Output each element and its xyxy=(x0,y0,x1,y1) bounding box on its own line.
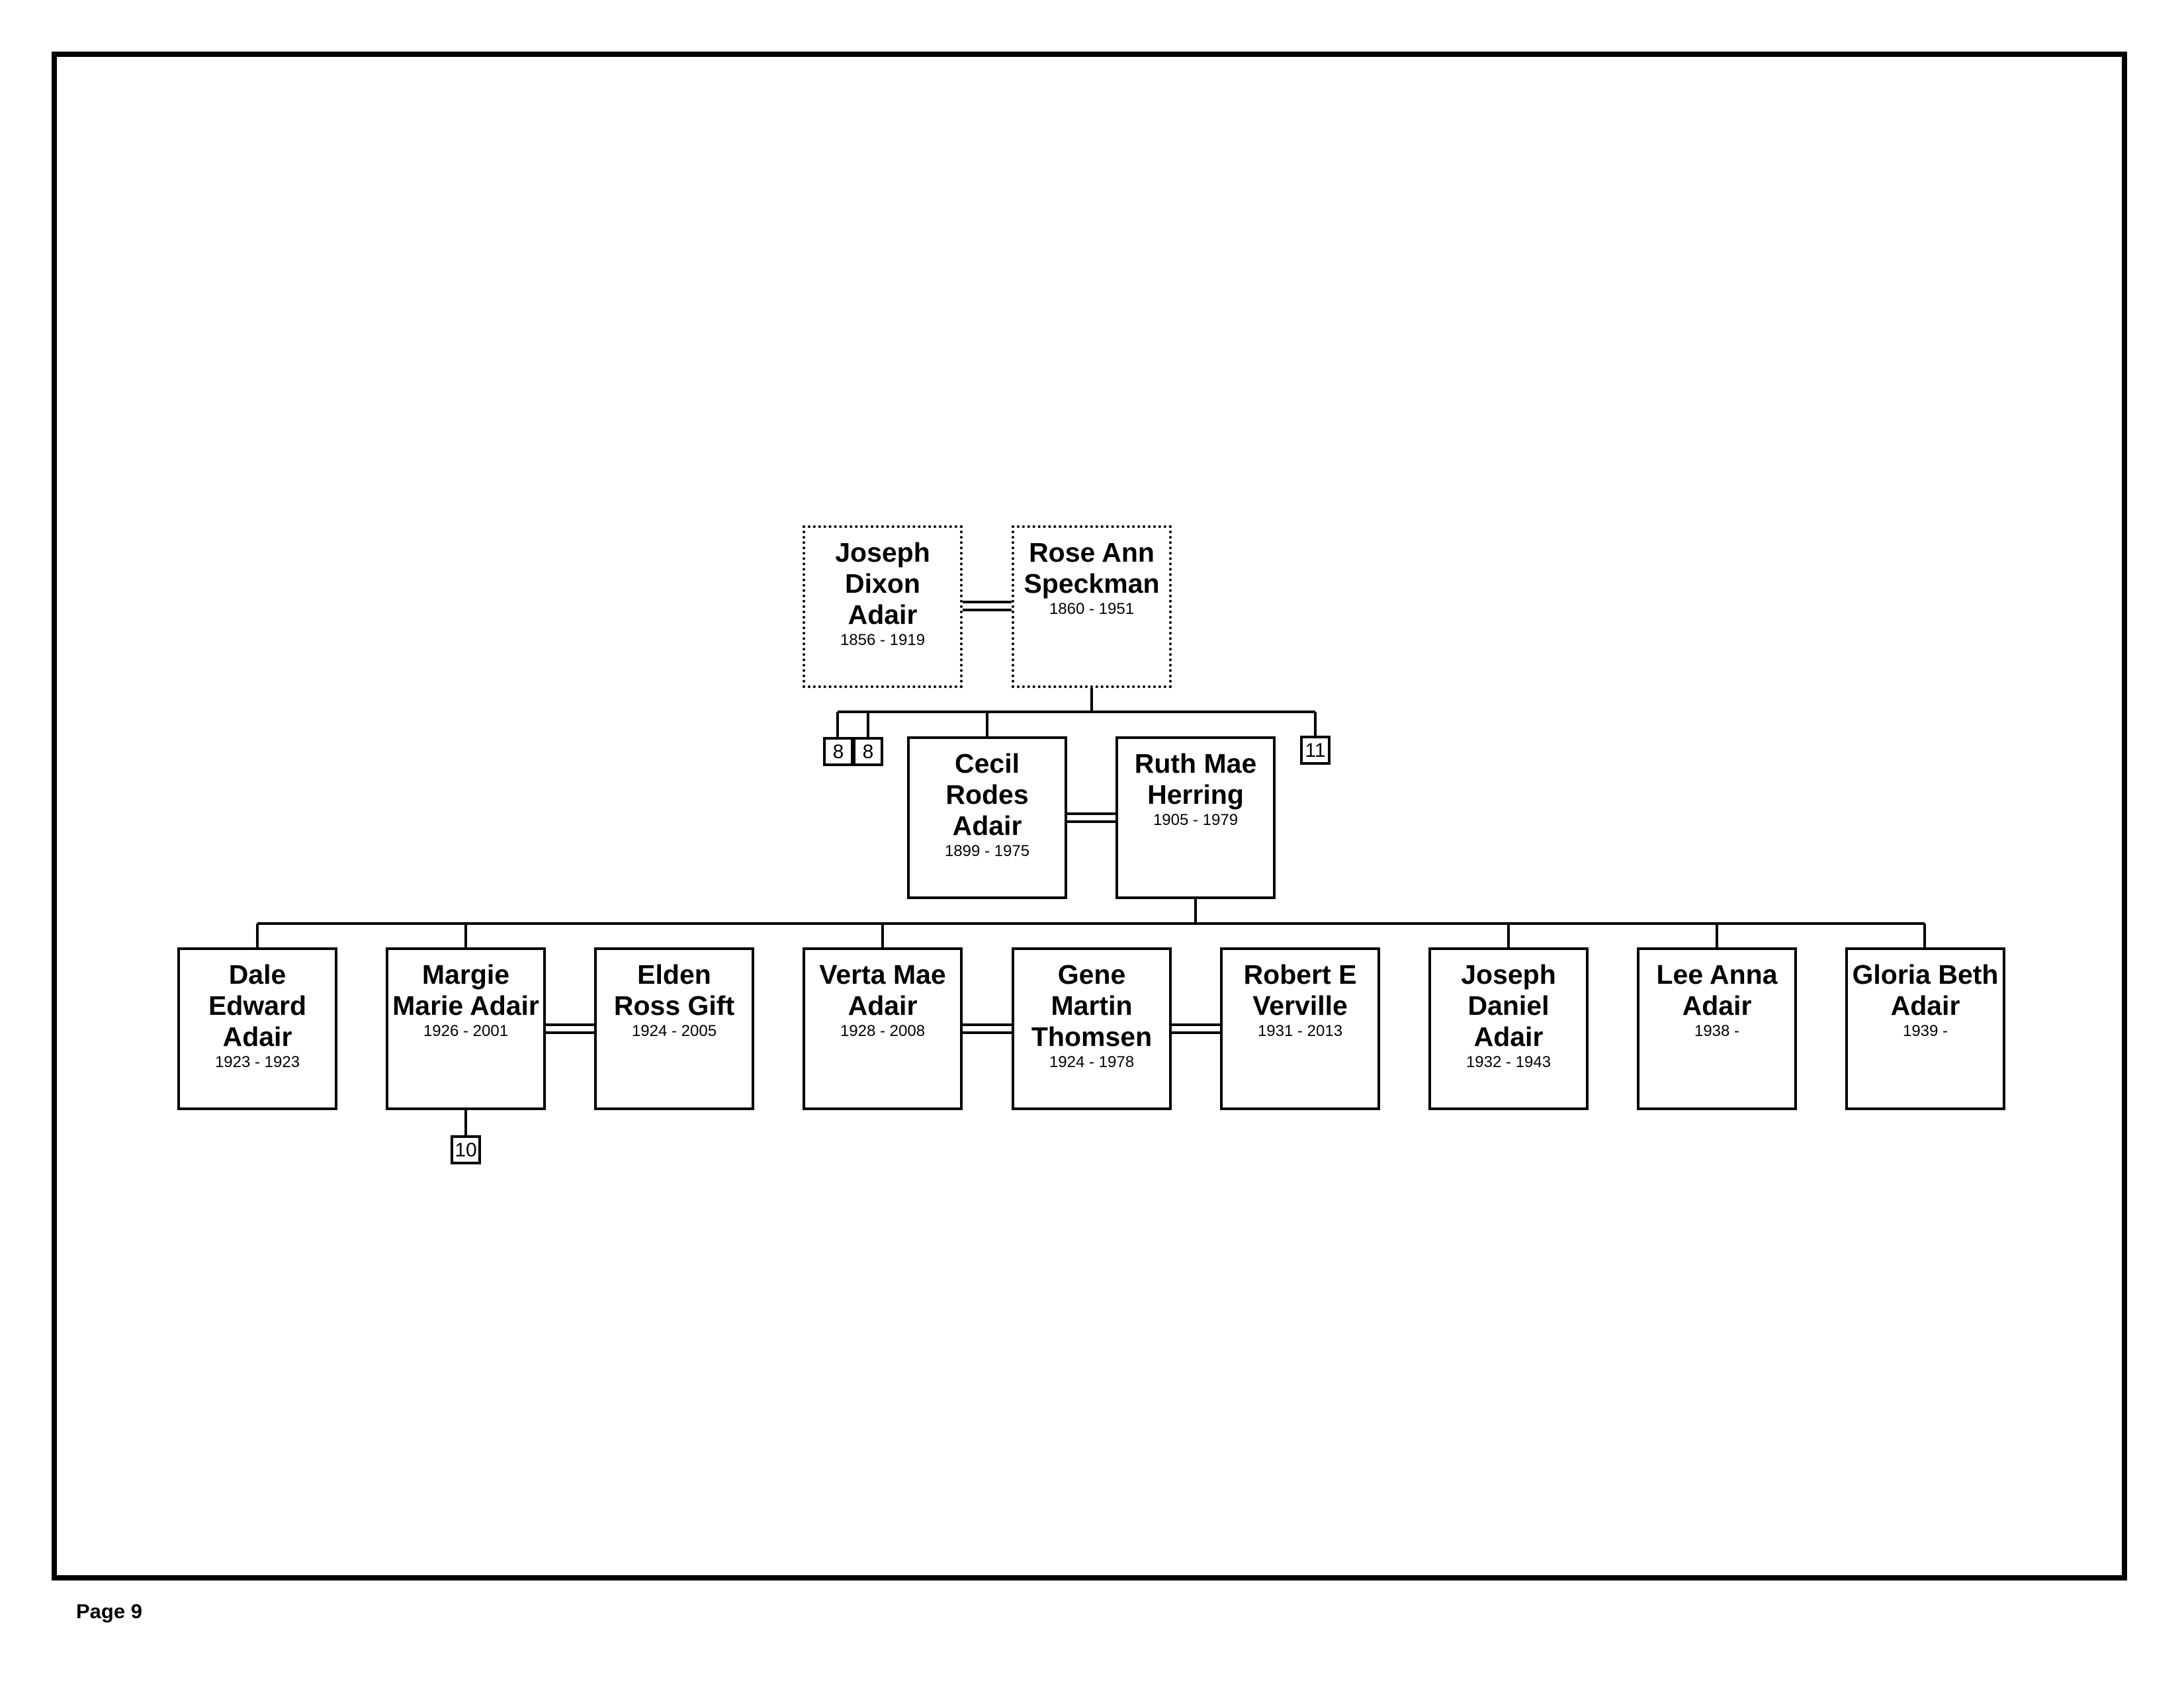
person-name: Gloria Beth Adair xyxy=(1852,959,1999,1021)
person-box-verta-mae-adair[interactable]: Verta Mae Adair 1928 - 2008 xyxy=(803,947,963,1110)
person-box-elden-ross-gift[interactable]: Elden Ross Gift 1924 - 2005 xyxy=(594,947,754,1110)
person-name: Rose Ann Speckman xyxy=(1024,537,1160,599)
marriage-line-gene-robert xyxy=(1171,1023,1221,1034)
person-box-cecil-rodes-adair[interactable]: Cecil Rodes Adair 1899 - 1975 xyxy=(907,736,1067,899)
page-ref-box[interactable]: 11 xyxy=(1300,736,1331,765)
person-box-lee-anna-adair[interactable]: Lee Anna Adair 1938 - xyxy=(1637,947,1797,1110)
person-box-ruth-mae-herring[interactable]: Ruth Mae Herring 1905 - 1979 xyxy=(1115,736,1276,899)
person-name: Joseph Dixon Adair xyxy=(835,537,930,630)
marriage-line-joseph-rose xyxy=(963,601,1012,611)
page-ref-box[interactable]: 10 xyxy=(451,1135,481,1164)
person-name: Ruth Mae Herring xyxy=(1134,748,1257,810)
person-dates: 1905 - 1979 xyxy=(1153,811,1239,829)
person-name: Gene Martin Thomsen xyxy=(1031,959,1153,1052)
marriage-line-margie-elden xyxy=(546,1023,596,1034)
person-dates: 1938 - xyxy=(1694,1022,1740,1040)
person-name: Robert E Verville xyxy=(1243,959,1357,1021)
descent-lines-generation-1 xyxy=(836,688,1317,738)
person-box-robert-e-verville[interactable]: Robert E Verville 1931 - 2013 xyxy=(1220,947,1380,1110)
person-dates: 1856 - 1919 xyxy=(840,631,926,649)
person-name: Dale Edward Adair xyxy=(208,959,307,1052)
person-name: Margie Marie Adair xyxy=(392,959,539,1021)
person-dates: 1924 - 1978 xyxy=(1049,1053,1135,1071)
person-name: Elden Ross Gift xyxy=(613,959,735,1021)
descent-lines-generation-2 xyxy=(256,899,1926,949)
person-dates: 1926 - 2001 xyxy=(423,1022,509,1040)
person-box-gene-martin-thomsen[interactable]: Gene Martin Thomsen 1924 - 1978 xyxy=(1012,947,1172,1110)
person-box-joseph-daniel-adair[interactable]: Joseph Daniel Adair 1932 - 1943 xyxy=(1428,947,1589,1110)
page-number-label: Page 9 xyxy=(76,1600,142,1623)
person-dates: 1924 - 2005 xyxy=(631,1022,717,1040)
person-dates: 1923 - 1923 xyxy=(214,1053,300,1071)
page-ref-box[interactable]: 8 xyxy=(823,737,853,766)
person-name: Lee Anna Adair xyxy=(1656,959,1778,1021)
person-dates: 1860 - 1951 xyxy=(1049,600,1135,618)
person-box-joseph-dixon-adair[interactable]: Joseph Dixon Adair 1856 - 1919 xyxy=(803,525,963,688)
person-box-gloria-beth-adair[interactable]: Gloria Beth Adair 1939 - xyxy=(1845,947,2005,1110)
page-ref-box[interactable]: 8 xyxy=(853,737,883,766)
person-dates: 1939 - xyxy=(1902,1022,1948,1040)
person-name: Verta Mae Adair xyxy=(819,959,946,1021)
person-dates: 1931 - 2013 xyxy=(1257,1022,1343,1040)
person-dates: 1899 - 1975 xyxy=(944,842,1030,860)
marriage-line-cecil-ruth xyxy=(1067,812,1117,823)
person-box-rose-ann-speckman[interactable]: Rose Ann Speckman 1860 - 1951 xyxy=(1012,525,1172,688)
person-name: Cecil Rodes Adair xyxy=(945,748,1029,841)
page-frame xyxy=(52,52,2127,1580)
person-dates: 1932 - 1943 xyxy=(1465,1053,1551,1071)
person-box-dale-edward-adair[interactable]: Dale Edward Adair 1923 - 1923 xyxy=(177,947,337,1110)
person-box-margie-marie-adair[interactable]: Margie Marie Adair 1926 - 2001 xyxy=(386,947,546,1110)
person-name: Joseph Daniel Adair xyxy=(1461,959,1556,1052)
marriage-line-verta-gene xyxy=(963,1023,1012,1034)
person-dates: 1928 - 2008 xyxy=(840,1022,926,1040)
